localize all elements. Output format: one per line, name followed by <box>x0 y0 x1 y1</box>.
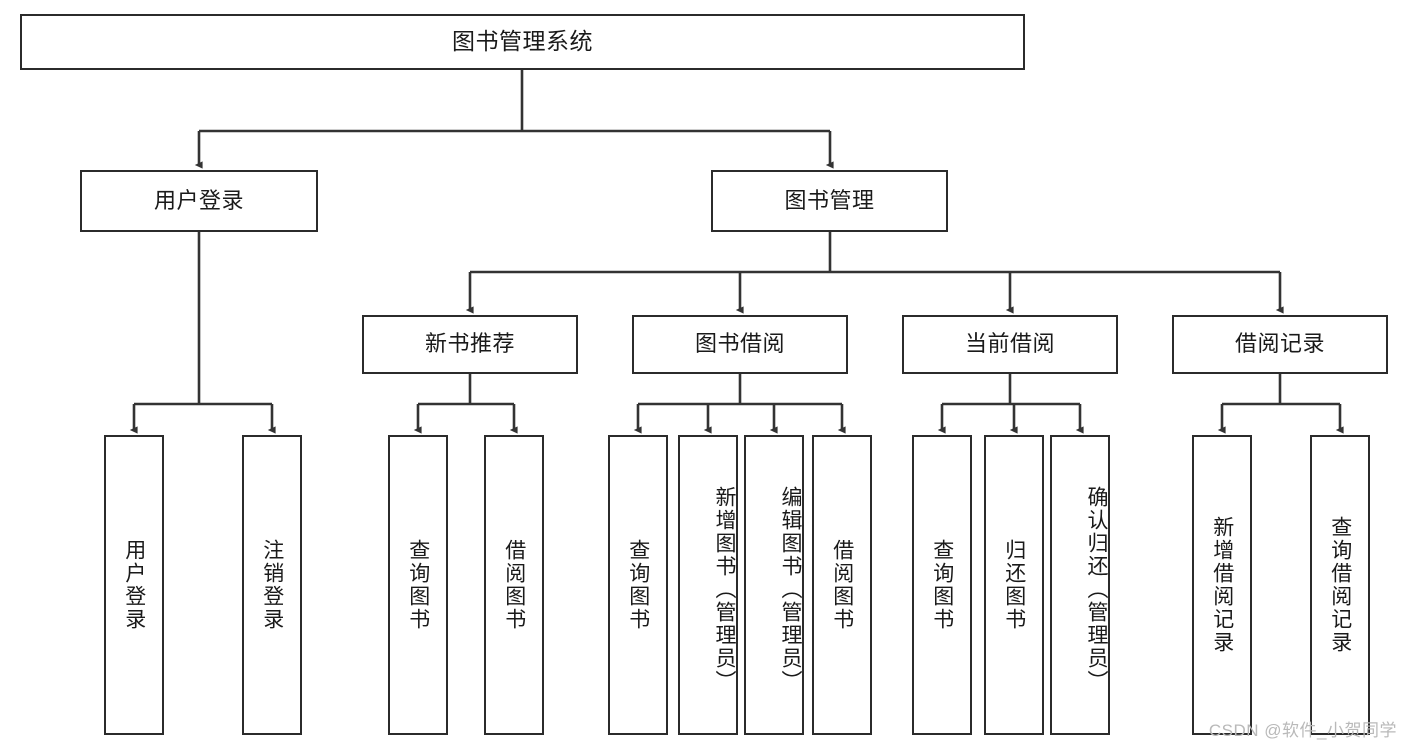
node-label: 查询借阅记录 <box>1328 516 1352 654</box>
node-book-borrowing[interactable]: 图书借阅 <box>632 315 848 374</box>
node-label: 图书管理系统 <box>452 28 593 55</box>
node-label: 确认归还（管理员） <box>1085 485 1108 693</box>
leaf-borrow-book[interactable]: 借阅图书 <box>812 435 872 735</box>
leaf-return-book[interactable]: 归还图书 <box>984 435 1044 735</box>
node-label: 借阅记录 <box>1234 331 1325 357</box>
leaf-query-book-current[interactable]: 查询图书 <box>912 435 972 735</box>
leaf-user-logout[interactable]: 注销登录 <box>242 435 302 735</box>
node-label: 图书管理 <box>784 187 875 213</box>
node-root-system[interactable]: 图书管理系统 <box>20 14 1025 70</box>
node-label: 查询图书 <box>930 539 954 631</box>
node-borrowing-records[interactable]: 借阅记录 <box>1172 315 1388 374</box>
leaf-query-book-borrow[interactable]: 查询图书 <box>608 435 668 735</box>
leaf-add-book-admin[interactable]: 新增图书（管理员） <box>678 435 738 735</box>
node-label: 用户登录 <box>153 187 244 213</box>
node-label: 借阅图书 <box>502 539 526 631</box>
node-label: 编辑图书（管理员） <box>779 485 802 693</box>
leaf-borrow-book-recommend[interactable]: 借阅图书 <box>484 435 544 735</box>
leaf-query-borrow-record[interactable]: 查询借阅记录 <box>1310 435 1370 735</box>
leaf-add-borrow-record[interactable]: 新增借阅记录 <box>1192 435 1252 735</box>
node-label: 新书推荐 <box>424 331 515 357</box>
node-label: 注销登录 <box>260 539 284 631</box>
leaf-query-book-recommend[interactable]: 查询图书 <box>388 435 448 735</box>
node-current-borrowing[interactable]: 当前借阅 <box>902 315 1118 374</box>
node-label: 查询图书 <box>626 539 650 631</box>
node-label: 图书借阅 <box>694 331 785 357</box>
node-label: 用户登录 <box>122 539 146 631</box>
node-user-login[interactable]: 用户登录 <box>80 170 318 232</box>
node-label: 借阅图书 <box>830 539 854 631</box>
node-new-book-recommendation[interactable]: 新书推荐 <box>362 315 578 374</box>
node-label: 查询图书 <box>406 539 430 631</box>
watermark-text: CSDN @软件_小贺同学 <box>1208 721 1397 740</box>
node-label: 归还图书 <box>1002 539 1026 631</box>
node-label: 新增借阅记录 <box>1210 516 1234 654</box>
node-book-management[interactable]: 图书管理 <box>711 170 948 232</box>
leaf-user-login[interactable]: 用户登录 <box>104 435 164 735</box>
node-label: 新增图书（管理员） <box>713 485 736 693</box>
leaf-edit-book-admin[interactable]: 编辑图书（管理员） <box>744 435 804 735</box>
leaf-confirm-return-admin[interactable]: 确认归还（管理员） <box>1050 435 1110 735</box>
node-label: 当前借阅 <box>964 331 1055 357</box>
